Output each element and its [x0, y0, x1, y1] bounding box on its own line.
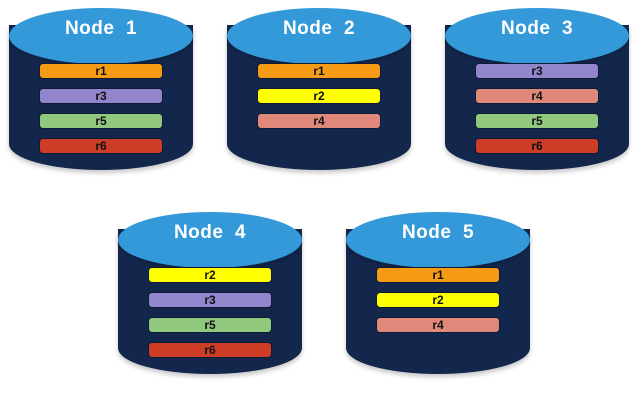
- database-node-2[interactable]: Node 2 r1 r2 r4: [227, 8, 411, 188]
- node-title: Node 3: [500, 18, 574, 39]
- database-node-1[interactable]: Node 1 r1 r3 r5 r6: [9, 8, 193, 188]
- record-bar[interactable]: r5: [148, 317, 272, 333]
- database-node-3[interactable]: Node 3 r3 r4 r5 r6: [445, 8, 629, 188]
- record-bar[interactable]: r3: [39, 88, 163, 104]
- cylinder-top-ellipse: [346, 212, 530, 268]
- record-list: r1 r3 r5 r6: [39, 63, 163, 163]
- database-node-5[interactable]: Node 5 r1 r2 r4: [346, 212, 530, 392]
- record-bar[interactable]: r1: [376, 267, 500, 283]
- record-bar[interactable]: r2: [148, 267, 272, 283]
- node-title: Node 5: [401, 222, 475, 243]
- cylinder-top-ellipse: [118, 212, 302, 268]
- record-list: r1 r2 r4: [257, 63, 381, 138]
- record-bar[interactable]: r4: [376, 317, 500, 333]
- cylinder-top-ellipse: [9, 8, 193, 64]
- node-title: Node 4: [173, 222, 247, 243]
- record-bar[interactable]: r6: [148, 342, 272, 358]
- node-title: Node 1: [64, 18, 138, 39]
- record-bar[interactable]: r5: [475, 113, 599, 129]
- record-bar[interactable]: r6: [39, 138, 163, 154]
- record-bar[interactable]: r1: [39, 63, 163, 79]
- record-bar[interactable]: r3: [475, 63, 599, 79]
- record-bar[interactable]: r4: [475, 88, 599, 104]
- cylinder-top-ellipse: [227, 8, 411, 64]
- cylinder-top-ellipse: [445, 8, 629, 64]
- record-bar[interactable]: r5: [39, 113, 163, 129]
- record-bar[interactable]: r2: [257, 88, 381, 104]
- record-list: r2 r3 r5 r6: [148, 267, 272, 367]
- record-list: r1 r2 r4: [376, 267, 500, 342]
- record-bar[interactable]: r2: [376, 292, 500, 308]
- database-node-4[interactable]: Node 4 r2 r3 r5 r6: [118, 212, 302, 392]
- record-bar[interactable]: r4: [257, 113, 381, 129]
- record-bar[interactable]: r3: [148, 292, 272, 308]
- record-list: r3 r4 r5 r6: [475, 63, 599, 163]
- node-title: Node 2: [282, 18, 356, 39]
- record-bar[interactable]: r1: [257, 63, 381, 79]
- record-bar[interactable]: r6: [475, 138, 599, 154]
